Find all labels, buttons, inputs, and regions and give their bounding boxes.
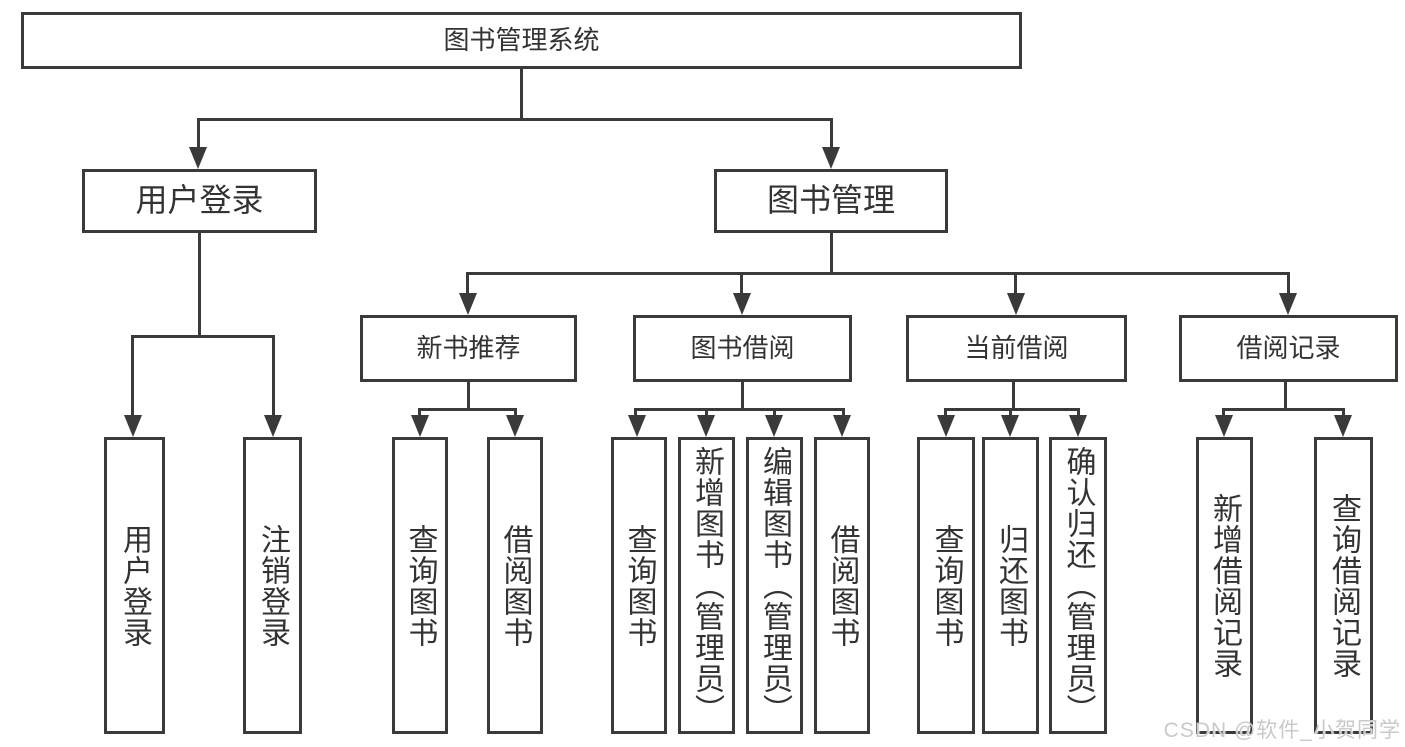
- node-current-borrow: 当前借阅: [906, 315, 1127, 382]
- connector-line: [418, 408, 517, 411]
- arrow-down-icon: [733, 293, 751, 315]
- leaf-query-book-current: 查询图书: [917, 437, 975, 734]
- arrow-down-icon: [1069, 415, 1087, 437]
- connector-line: [198, 233, 201, 338]
- connector-line: [740, 272, 743, 296]
- arrow-down-icon: [833, 415, 851, 437]
- connector-line: [634, 408, 845, 411]
- connector-line: [634, 408, 637, 420]
- connector-line: [1009, 408, 1012, 420]
- leaf-add-borrow-record-label: 新增借阅记录: [1208, 492, 1241, 679]
- connector-line: [773, 408, 776, 420]
- connector-line: [467, 382, 470, 411]
- leaf-borrow-book: 借阅图书: [814, 437, 870, 734]
- node-current-borrow-label: 当前借阅: [964, 333, 1069, 364]
- connector-line: [197, 118, 200, 152]
- connector-line: [131, 335, 134, 419]
- leaf-query-book-recommend-label: 查询图书: [403, 523, 437, 648]
- leaf-edit-book-admin-label: 编辑图书（管理员）: [758, 446, 791, 725]
- connector-line: [466, 272, 469, 296]
- connector-line: [1342, 408, 1345, 420]
- leaf-logout: 注销登录: [243, 437, 302, 734]
- connector-line: [1077, 408, 1080, 420]
- node-new-book-recommend: 新书推荐: [360, 315, 577, 382]
- connector-line: [944, 408, 1080, 411]
- connector-line: [520, 69, 523, 118]
- arrow-down-icon: [124, 415, 142, 437]
- node-root-label: 图书管理系统: [443, 25, 600, 56]
- leaf-query-book-borrow: 查询图书: [611, 437, 667, 734]
- node-root: 图书管理系统: [21, 12, 1022, 69]
- arrow-down-icon: [697, 415, 715, 437]
- node-book-management-label: 图书管理: [766, 182, 895, 219]
- arrow-down-icon: [1215, 415, 1233, 437]
- leaf-return-book: 归还图书: [982, 437, 1039, 734]
- connector-line: [1012, 382, 1015, 411]
- leaf-query-borrow-record: 查询借阅记录: [1314, 437, 1373, 734]
- connector-line: [272, 335, 275, 419]
- arrow-down-icon: [1279, 293, 1297, 315]
- node-user-login-label: 用户登录: [135, 182, 264, 219]
- connector-line: [1014, 272, 1017, 296]
- connector-line: [1284, 382, 1287, 411]
- arrow-down-icon: [459, 293, 477, 315]
- connector-line: [514, 408, 517, 420]
- csdn-watermark: CSDN @软件_小贺同学: [1163, 719, 1401, 742]
- node-book-management: 图书管理: [714, 169, 948, 233]
- connector-line: [131, 335, 275, 338]
- node-new-book-recommend-label: 新书推荐: [416, 333, 521, 364]
- connector-line: [830, 233, 833, 275]
- connector-line: [830, 118, 833, 152]
- arrow-down-icon: [1334, 415, 1352, 437]
- leaf-logout-label: 注销登录: [256, 523, 289, 648]
- leaf-query-book-recommend: 查询图书: [392, 437, 448, 734]
- arrow-down-icon: [937, 415, 955, 437]
- leaf-query-book-current-label: 查询图书: [929, 523, 963, 648]
- connector-line: [418, 408, 421, 420]
- leaf-return-book-label: 归还图书: [994, 523, 1027, 648]
- connector-line: [1287, 272, 1290, 296]
- connector-line: [1222, 408, 1225, 420]
- leaf-confirm-return-admin-label: 确认归还（管理员）: [1061, 446, 1095, 725]
- connector-line: [944, 408, 947, 420]
- connector-line: [197, 118, 833, 121]
- leaf-edit-book-admin: 编辑图书（管理员）: [746, 437, 803, 734]
- arrow-down-icon: [765, 415, 783, 437]
- leaf-confirm-return-admin: 确认归还（管理员）: [1049, 437, 1107, 734]
- leaf-add-book-admin: 新增图书（管理员）: [678, 437, 735, 734]
- arrow-down-icon: [1007, 293, 1025, 315]
- connector-line: [1222, 408, 1345, 411]
- arrow-down-icon: [1001, 415, 1019, 437]
- leaf-add-book-admin-label: 新增图书（管理员）: [690, 446, 723, 725]
- arrow-down-icon: [822, 147, 840, 169]
- leaf-query-borrow-record-label: 查询借阅记录: [1327, 492, 1360, 679]
- node-book-borrow: 图书借阅: [633, 315, 852, 382]
- arrow-down-icon: [628, 415, 646, 437]
- node-borrow-record-label: 借阅记录: [1236, 333, 1341, 364]
- arrow-down-icon: [189, 147, 207, 169]
- arrow-down-icon: [264, 415, 282, 437]
- leaf-user-login-label: 用户登录: [118, 523, 151, 648]
- node-book-borrow-label: 图书借阅: [690, 333, 795, 364]
- node-borrow-record: 借阅记录: [1179, 315, 1398, 382]
- leaf-user-login: 用户登录: [104, 437, 165, 734]
- connector-line: [466, 272, 1290, 275]
- leaf-borrow-book-label: 借阅图书: [825, 523, 859, 648]
- connector-line: [705, 408, 708, 420]
- leaf-query-book-borrow-label: 查询图书: [622, 523, 656, 648]
- connector-line: [842, 408, 845, 420]
- leaf-borrow-book-recommend: 借阅图书: [487, 437, 543, 734]
- leaf-add-borrow-record: 新增借阅记录: [1196, 437, 1253, 734]
- node-user-login: 用户登录: [82, 169, 317, 233]
- connector-line: [741, 382, 744, 411]
- leaf-borrow-book-recommend-label: 借阅图书: [498, 523, 532, 648]
- arrow-down-icon: [411, 415, 429, 437]
- arrow-down-icon: [506, 415, 524, 437]
